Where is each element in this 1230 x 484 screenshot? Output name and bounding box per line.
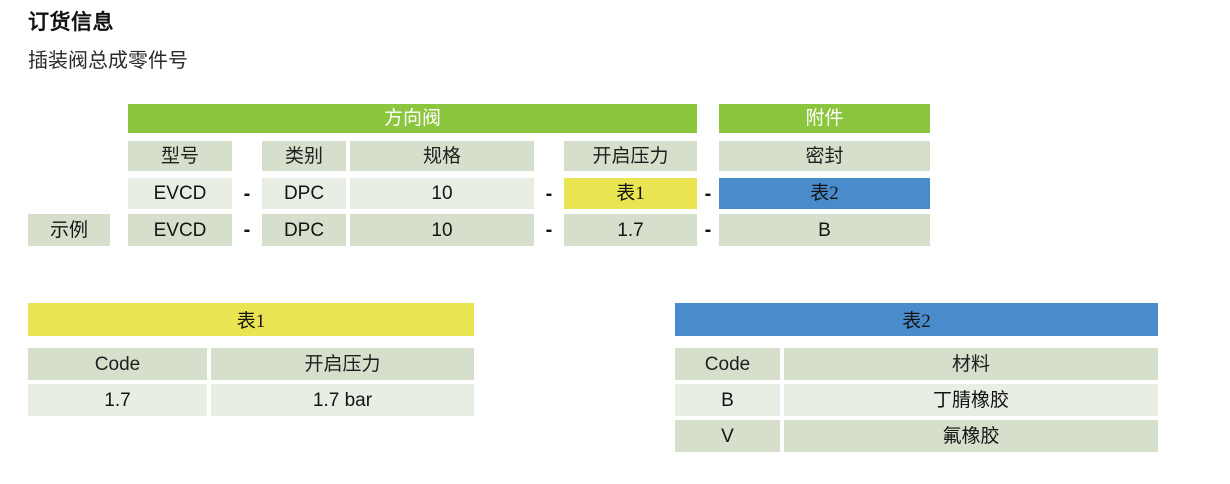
code-row-2-model: EVCD xyxy=(128,214,232,246)
group-header-accessory: 附件 xyxy=(719,104,930,133)
table-1-row-1-code: 1.7 xyxy=(28,384,207,416)
code-row-1-seal: 表2 xyxy=(719,178,930,209)
column-header-size: 规格 xyxy=(350,141,534,171)
group-header-directional-valve: 方向阀 xyxy=(128,104,697,133)
table-2-row-2-code: V xyxy=(675,420,780,452)
column-header-seal: 密封 xyxy=(719,141,930,171)
table-2-title: 表2 xyxy=(675,303,1158,336)
table-1-row-1-value: 1.7 bar xyxy=(211,384,474,416)
table-2-row-2-material: 氟橡胶 xyxy=(784,420,1158,452)
code-row-2-category: DPC xyxy=(262,214,346,246)
code-row-2-cracking-pressure: 1.7 xyxy=(564,214,697,246)
code-row-1-model: EVCD xyxy=(128,178,232,209)
code-row-2-seal: B xyxy=(719,214,930,246)
table-1-header-code: Code xyxy=(28,348,207,380)
page-subtitle: 插装阀总成零件号 xyxy=(28,50,188,72)
code-row-1-category: DPC xyxy=(262,178,346,209)
column-header-model: 型号 xyxy=(128,141,232,171)
table-2-header-code: Code xyxy=(675,348,780,380)
table-2-row-1-code: B xyxy=(675,384,780,416)
code-row-1-size: 10 xyxy=(350,178,534,209)
table-1-title: 表1 xyxy=(28,303,474,336)
separator-dash-1-1: - xyxy=(243,182,251,205)
code-row-1-cracking-pressure: 表1 xyxy=(564,178,697,209)
table-2-header-material: 材料 xyxy=(784,348,1158,380)
code-row-2-size: 10 xyxy=(350,214,534,246)
separator-dash-2-1: - xyxy=(243,219,251,241)
table-2-row-1-material: 丁腈橡胶 xyxy=(784,384,1158,416)
separator-dash-2-2: - xyxy=(545,219,553,241)
separator-dash-2-3: - xyxy=(704,219,712,241)
table-1-header-cracking-pressure: 开启压力 xyxy=(211,348,474,380)
separator-dash-1-3: - xyxy=(704,182,712,205)
page-title: 订货信息 xyxy=(28,11,114,34)
column-header-cracking-pressure: 开启压力 xyxy=(564,141,697,171)
separator-dash-1-2: - xyxy=(545,182,553,205)
example-row-label: 示例 xyxy=(28,214,110,246)
column-header-category: 类别 xyxy=(262,141,346,171)
